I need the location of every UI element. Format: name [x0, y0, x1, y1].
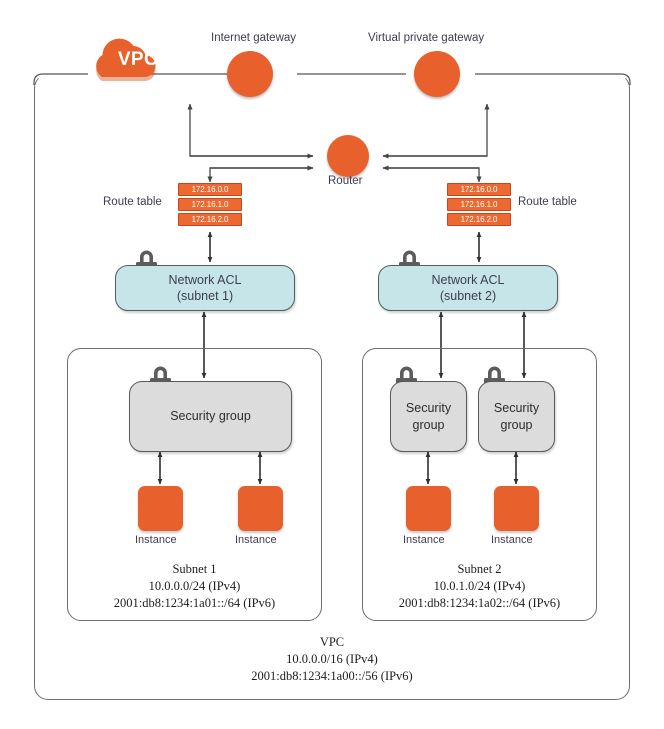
vpc-ipv6: 2001:db8:1234:1a00::/56 (IPv6) [251, 668, 413, 683]
virtual-private-gateway-label: Virtual private gateway [368, 32, 485, 44]
subnet-1-name: Subnet 1 [172, 562, 217, 576]
security-group-2[interactable]: Security group [390, 381, 467, 452]
security-group-title: Security [405, 401, 452, 416]
route-entry: 172.16.1.0 [178, 198, 242, 211]
vpc-caption: VPC 10.0.0.0/16 (IPv4) 2001:db8:1234:1a0… [34, 634, 630, 685]
route-entry: 172.16.2.0 [178, 213, 242, 226]
subnet-2-ipv6: 2001:db8:1234:1a02::/64 (IPv6) [398, 595, 561, 610]
network-acl-title: Network ACL [431, 272, 505, 287]
subnet-1-ipv4: 10.0.0.0/24 (IPv4) [148, 578, 241, 593]
vpc-cloud-badge: VPC [92, 30, 184, 82]
subnet-2-boundary [362, 348, 597, 621]
subnet-1-caption: Subnet 1 10.0.0.0/24 (IPv4) 2001:db8:123… [67, 561, 322, 612]
subnet-2-ipv4: 10.0.1.0/24 (IPv4) [433, 578, 526, 593]
vpc-ipv4: 10.0.0.0/16 (IPv4) [286, 651, 378, 666]
route-table-left-label: Route table [103, 196, 162, 208]
security-group-title: Security [493, 401, 540, 416]
subnet-1-boundary [67, 348, 322, 621]
security-group-1[interactable]: Security group [129, 381, 292, 452]
subnet-2-caption: Subnet 2 10.0.1.0/24 (IPv4) 2001:db8:123… [362, 561, 597, 612]
instance-2[interactable] [238, 486, 283, 531]
route-entry: 172.16.1.0 [447, 198, 511, 211]
security-group-subtitle: group [500, 417, 533, 432]
security-group-title: Security group [170, 409, 251, 424]
network-acl-subnet-1[interactable]: Network ACL (subnet 1) [115, 265, 295, 311]
instance-3[interactable] [406, 486, 451, 531]
network-acl-subnet-2[interactable]: Network ACL (subnet 2) [378, 265, 558, 311]
vpc-name: VPC [319, 635, 345, 649]
instance-3-label: Instance [403, 534, 445, 546]
network-acl-title: Network ACL [168, 272, 242, 287]
virtual-private-gateway-icon[interactable] [414, 51, 460, 97]
vpc-cloud-shape [96, 38, 156, 82]
vpc-badge-label: VPC [117, 48, 159, 70]
router-icon[interactable] [327, 135, 369, 177]
subnet-2-name: Subnet 2 [457, 562, 502, 576]
instance-4-label: Instance [491, 534, 533, 546]
instance-1-label: Instance [135, 534, 177, 546]
instance-4[interactable] [494, 486, 539, 531]
router-label: Router [328, 175, 363, 187]
security-group-subtitle: group [412, 417, 445, 432]
route-table-left[interactable]: 172.16.0.0 172.16.1.0 172.16.2.0 [178, 183, 242, 226]
internet-gateway-label: Internet gateway [211, 32, 297, 44]
route-entry: 172.16.0.0 [178, 183, 242, 196]
network-acl-subtitle: (subnet 2) [439, 289, 497, 303]
route-table-right[interactable]: 172.16.0.0 172.16.1.0 172.16.2.0 [447, 183, 511, 226]
instance-1[interactable] [138, 486, 183, 531]
vpc-boundary [34, 74, 630, 700]
subnet-1-ipv6: 2001:db8:1234:1a01::/64 (IPv6) [113, 595, 276, 610]
route-entry: 172.16.2.0 [447, 213, 511, 226]
route-entry: 172.16.0.0 [447, 183, 511, 196]
security-group-3[interactable]: Security group [478, 381, 555, 452]
internet-gateway-icon[interactable] [227, 51, 273, 97]
route-table-right-label: Route table [518, 196, 577, 208]
network-acl-subtitle: (subnet 1) [176, 289, 234, 303]
instance-2-label: Instance [235, 534, 277, 546]
